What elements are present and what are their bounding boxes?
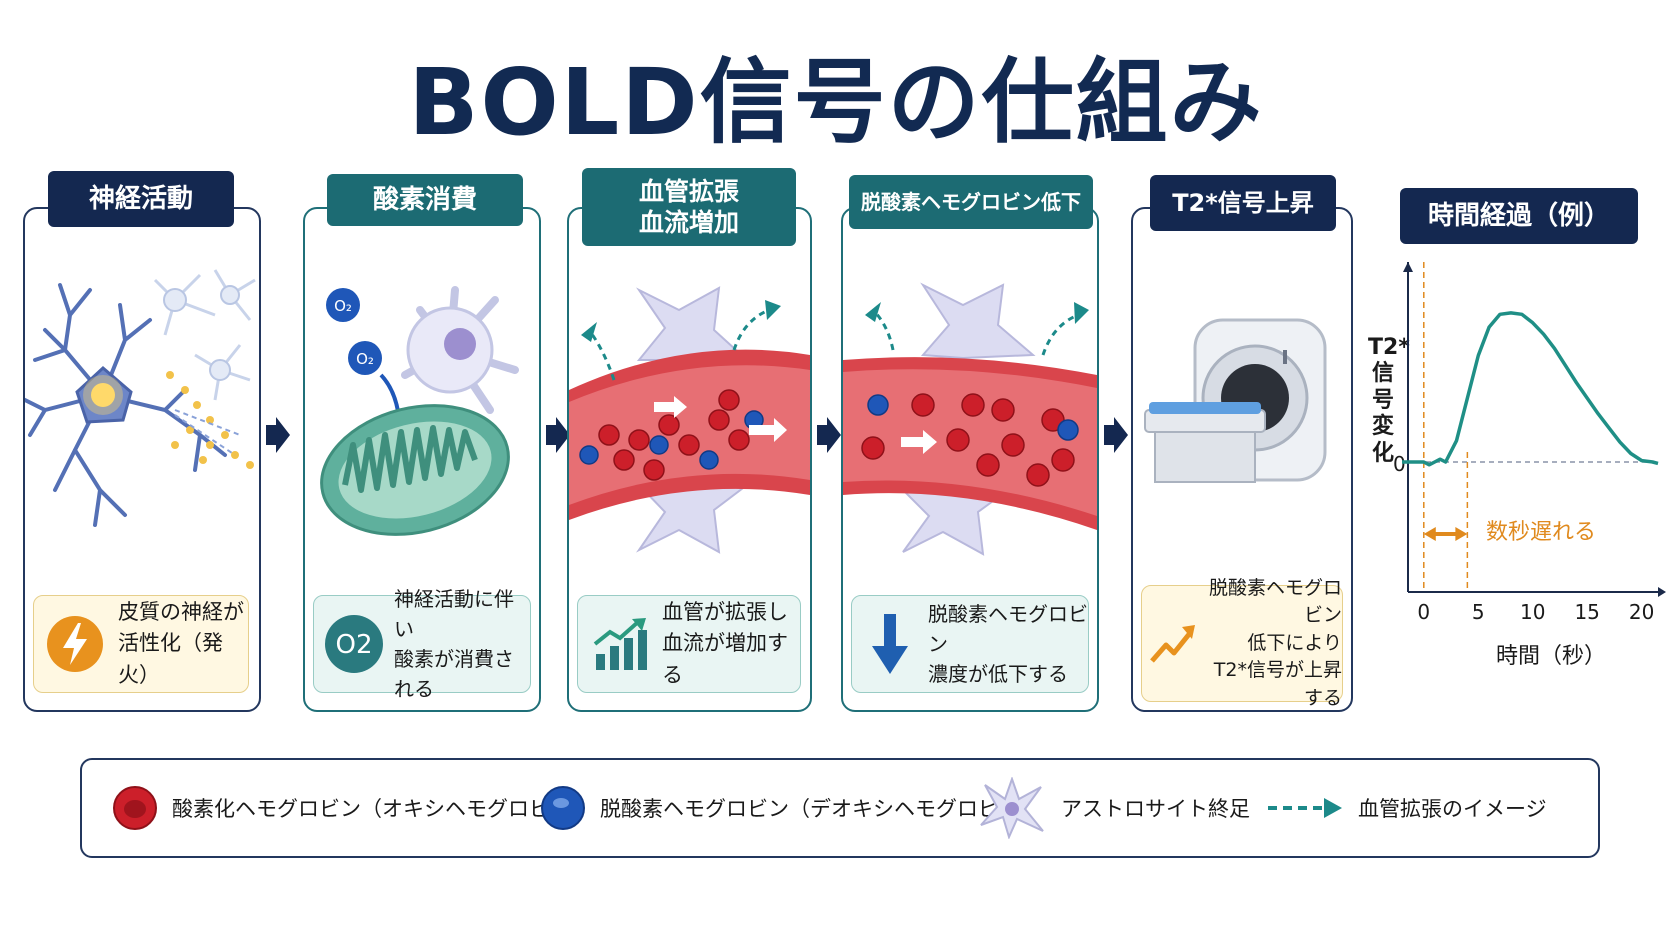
x-tick-label: 5	[1472, 600, 1485, 624]
vessel-dilation-illustration	[569, 286, 810, 554]
caption-vasodilation: 血管が拡張し 血流が増加する	[662, 599, 788, 687]
panel-title-neural-activity: 神経活動	[48, 171, 234, 227]
legend-item-vasodilation: 血管拡張のイメージ	[1266, 760, 1547, 856]
svg-text:O2: O2	[335, 630, 372, 660]
delay-arrowhead-left	[1423, 527, 1436, 541]
graph-zero-label: 0	[1393, 452, 1406, 476]
x-tick-label: 15	[1574, 600, 1599, 624]
caption-box-oxygen-consumption: O2 神経活動に伴い 酸素が消費される	[313, 587, 531, 701]
step-arrow-4	[1104, 417, 1128, 453]
o2-molecule-icon: O₂ O₂	[326, 288, 382, 375]
red-blood-cell-icon	[113, 786, 157, 830]
mri-scanner-icon	[1144, 318, 1327, 483]
x-tick-label: 10	[1520, 600, 1545, 624]
graph-ylabel: T2* 信号 変化	[1368, 335, 1410, 466]
caption-neural-activity: 皮質の神経が 活性化（発火）	[118, 599, 244, 687]
legend-item-astrocyte: アストロサイト終足	[977, 760, 1250, 856]
graph-title: 時間経過（例）	[1400, 188, 1638, 244]
dashed-arrow-icon	[1268, 798, 1342, 818]
panel-title-vasodilation: 血管拡張 血流増加	[582, 168, 796, 246]
legend-item-deoxyhemoglobin: 脱酸素ヘモグロビン（デオキシヘモグロビン）	[540, 760, 1041, 856]
legend-label-vasodilation: 血管拡張のイメージ	[1358, 797, 1547, 821]
panel-title-t2star-increase: T2*信号上昇	[1150, 175, 1336, 231]
mitochondria-illustration: O₂ O₂	[320, 286, 519, 536]
bold-response-chart: 0 5 10 15 20	[1402, 262, 1666, 624]
legend: 酸素化ヘモグロビン（オキシヘモグロビン） 脱酸素ヘモグロビン（デオキシヘモグロビ…	[80, 758, 1600, 858]
caption-box-deoxyhemoglobin-decrease: 脱酸素ヘモグロビン 濃度が低下する	[851, 595, 1089, 693]
panel-title-oxygen-consumption: 酸素消費	[327, 174, 523, 226]
caption-box-neural-activity: 皮質の神経が 活性化（発火）	[33, 595, 249, 693]
x-tick-label: 20	[1629, 600, 1654, 624]
page-title: BOLD信号の仕組み	[408, 49, 1264, 156]
lightning-icon	[47, 616, 103, 672]
step-arrow-2	[546, 417, 570, 453]
caption-box-vasodilation: 血管が拡張し 血流が増加する	[577, 595, 801, 693]
caption-box-t2star-increase: 脱酸素ヘモグロビン 低下により T2*信号が上昇する	[1141, 577, 1343, 709]
blue-blood-cell-icon	[541, 786, 585, 830]
down-arrow-icon	[872, 614, 908, 674]
x-tick-label: 0	[1417, 600, 1430, 624]
legend-label-astrocyte: アストロサイト終足	[1061, 797, 1250, 821]
graph-xlabel: 時間（秒）	[1496, 644, 1607, 669]
legend-label-oxyhemoglobin: 酸素化ヘモグロビン（オキシヘモグロビン）	[172, 797, 592, 821]
y-axis-arrowhead	[1403, 262, 1413, 272]
deoxy-decrease-illustration	[843, 282, 1097, 556]
bold-response-line	[1402, 311, 1659, 467]
caption-oxygen-consumption: 神経活動に伴い 酸素が消費される	[394, 587, 514, 701]
svg-text:O₂: O₂	[356, 350, 374, 368]
x-axis-arrowhead	[1658, 587, 1666, 597]
step-arrow-1	[266, 417, 290, 453]
svg-text:O₂: O₂	[334, 297, 352, 315]
graph-delay-label: 数秒遅れる	[1486, 520, 1597, 545]
o2-icon: O2	[325, 615, 383, 673]
neuron-illustration	[25, 269, 256, 527]
trend-up-icon	[1150, 624, 1195, 663]
caption-t2star-increase: 脱酸素ヘモグロビン 低下により T2*信号が上昇する	[1208, 576, 1342, 709]
legend-item-oxyhemoglobin: 酸素化ヘモグロビン（オキシヘモグロビン）	[112, 760, 592, 856]
step-arrow-3	[817, 417, 841, 453]
delay-arrowhead-right	[1455, 527, 1468, 541]
caption-deoxyhemoglobin-decrease: 脱酸素ヘモグロビン 濃度が低下する	[928, 602, 1088, 686]
legend-label-deoxyhemoglobin: 脱酸素ヘモグロビン（デオキシヘモグロビン）	[600, 797, 1041, 821]
panel-title-deoxyhemoglobin-decrease: 脱酸素ヘモグロビン低下	[849, 175, 1093, 229]
astrocyte-icon	[980, 777, 1044, 839]
growth-chart-icon	[593, 618, 647, 670]
